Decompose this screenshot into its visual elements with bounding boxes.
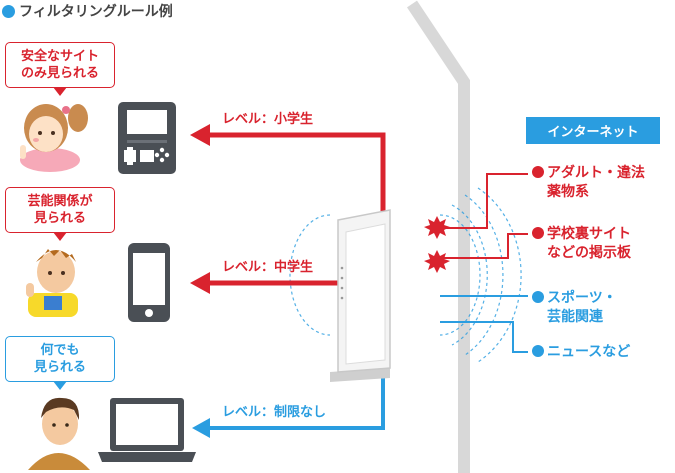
game-console-icon xyxy=(118,102,176,174)
connection-no-limit xyxy=(192,378,385,438)
internet-label: インターネット xyxy=(526,117,660,144)
connection-elementary xyxy=(190,124,386,215)
blocked-burst-icon xyxy=(424,216,450,273)
boy-avatar xyxy=(26,249,78,317)
bubble-elementary-line1: 安全なサイト xyxy=(20,49,99,64)
diagram-title: フィルタリングルール例 xyxy=(0,0,173,22)
internet-lines-red xyxy=(440,173,528,259)
level-label-junior-high: レベル：中学生 xyxy=(222,260,314,275)
bubble-elementary-line2: のみ見られる xyxy=(20,66,99,81)
category-bullet-icon xyxy=(532,345,544,357)
title-text: フィルタリングルール例 xyxy=(19,4,173,20)
bubble-no-limit: 何でも 見られる xyxy=(5,336,115,390)
house-outline xyxy=(407,0,470,473)
category-news: ニュースなど xyxy=(532,343,630,362)
level-label-elementary: レベル：小学生 xyxy=(222,112,314,127)
connection-junior-high xyxy=(190,272,340,294)
bubble-junior-high-line2: 見られる xyxy=(33,211,86,226)
title-bullet-icon xyxy=(2,4,15,18)
bubble-junior-high: 芸能関係が 見られる xyxy=(5,187,115,241)
internet-lines-blue xyxy=(440,295,528,353)
signal-waves xyxy=(289,187,522,363)
level-label-no-limit: レベル：制限なし xyxy=(222,405,327,420)
bubble-elementary: 安全なサイト のみ見られる xyxy=(5,42,115,96)
bubble-no-limit-line1: 何でも xyxy=(40,343,80,358)
smartphone-icon xyxy=(128,243,170,322)
category-sports-entertainment: スポーツ・ 芸能関連 xyxy=(532,289,617,327)
category-bullet-icon xyxy=(532,166,544,178)
category-adult-drugs: アダルト・違法 薬物系 xyxy=(532,164,645,202)
category-school-boards: 学校裏サイト などの掲示板 xyxy=(532,225,631,263)
bubble-no-limit-line2: 見られる xyxy=(33,360,86,375)
category-bullet-icon xyxy=(532,227,544,239)
laptop-icon xyxy=(98,398,196,462)
bubble-junior-high-line1: 芸能関係が xyxy=(27,194,93,209)
category-bullet-icon xyxy=(532,291,544,303)
man-avatar xyxy=(28,397,90,470)
girl-avatar xyxy=(20,104,88,172)
router-icon xyxy=(330,209,391,382)
